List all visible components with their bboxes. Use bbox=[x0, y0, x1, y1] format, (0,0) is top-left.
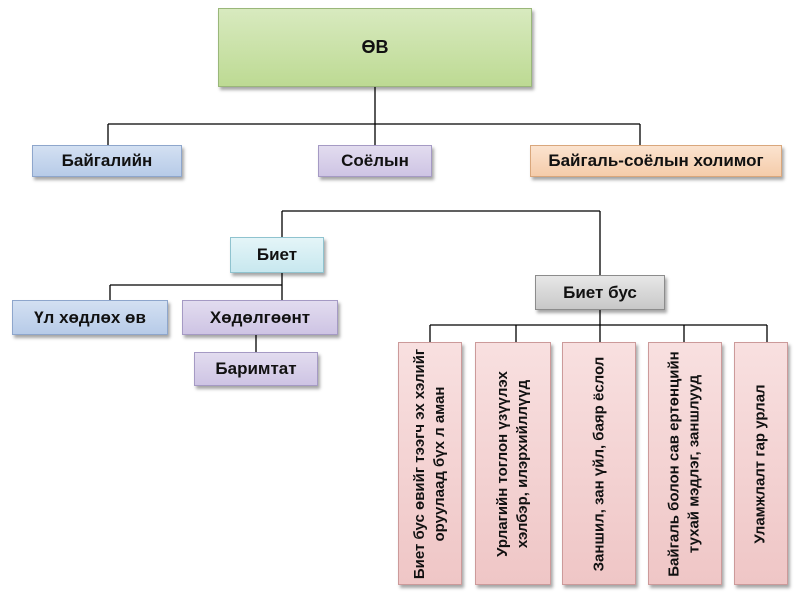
node-urlagiin-tolgon-line2: хэлбэр, илэрхийллүүд bbox=[514, 379, 531, 548]
node-zanshil-zan-uil-line1: Заншил, зан үйл, баяр ёслол bbox=[590, 356, 608, 571]
node-baigaliin-label: Байгалийн bbox=[61, 151, 153, 170]
node-hodolgoont: Хөдөлгөөнт bbox=[182, 300, 338, 335]
node-ul-hodloh-label: Үл хөдлөх өв bbox=[34, 307, 146, 327]
node-ul-hodloh-ov: Үл хөдлөх өв bbox=[12, 300, 168, 335]
node-zanshil-zan-uil-text: Заншил, зан үйл, баяр ёслол bbox=[589, 356, 609, 571]
node-biet: Биет bbox=[230, 237, 324, 273]
node-baigal-sav-ertonts-line1: Байгаль болон сав ертөнцийн bbox=[666, 350, 684, 577]
node-ulamjlalt-gar-urlal: Уламжлалт гар урлал bbox=[734, 342, 788, 585]
node-zanshil-zan-uil: Заншил, зан үйл, баяр ёслол bbox=[562, 342, 636, 585]
node-eh-hel-aman: Биет бус өвийг тээгч эх хэлийг оруулаад … bbox=[398, 342, 462, 585]
node-barimtat-label: Баримтат bbox=[215, 359, 297, 378]
node-holimog-label: Байгаль-соёлын холимог bbox=[548, 151, 764, 170]
node-ulamjlalt-gar-urlal-line1: Уламжлалт гар урлал bbox=[752, 383, 769, 544]
node-baigal-sav-ertonts-line2: тухай мэдлэг, заншлууд bbox=[686, 374, 704, 553]
node-baigal-sav-ertonts-text: Байгаль болон сав ертөнцийн тухай мэдлэг… bbox=[665, 351, 705, 576]
node-eh-hel-aman-text: Биет бус өвийг тээгч эх хэлийг оруулаад … bbox=[410, 348, 450, 578]
node-baigal-soyolyn-holimog: Байгаль-соёлын холимог bbox=[530, 145, 782, 177]
node-eh-hel-aman-line1: Биет бус өвийг тээгч эх хэлийг bbox=[411, 348, 429, 579]
node-baigaliin: Байгалийн bbox=[32, 145, 182, 177]
node-urlagiin-tolgon-line1: Урлагийн тоглон үзүүлэх bbox=[494, 370, 511, 557]
node-baigal-sav-ertonts: Байгаль болон сав ертөнцийн тухай мэдлэг… bbox=[648, 342, 722, 585]
node-biet-bus: Биет бус bbox=[535, 275, 665, 310]
node-soyolyn: Соёлын bbox=[318, 145, 432, 177]
node-soyolyn-label: Соёлын bbox=[341, 151, 409, 170]
node-ulamjlalt-gar-urlal-text: Уламжлалт гар урлал bbox=[751, 384, 771, 543]
node-hodolgoont-label: Хөдөлгөөнт bbox=[209, 307, 311, 327]
root-node-ov: ӨВ bbox=[218, 8, 532, 87]
node-urlagiin-tolgon: Урлагийн тоглон үзүүлэх хэлбэр, илэрхийл… bbox=[475, 342, 551, 585]
node-biet-bus-label: Биет бус bbox=[563, 282, 637, 302]
node-barimtat: Баримтат bbox=[194, 352, 318, 386]
root-node-label: ӨВ bbox=[361, 37, 389, 57]
node-biet-label: Биет bbox=[256, 245, 298, 264]
node-eh-hel-aman-line2: оруулаад бүх л аман bbox=[431, 386, 449, 541]
node-urlagiin-tolgon-text: Урлагийн тоглон үзүүлэх хэлбэр, илэрхийл… bbox=[493, 371, 533, 557]
